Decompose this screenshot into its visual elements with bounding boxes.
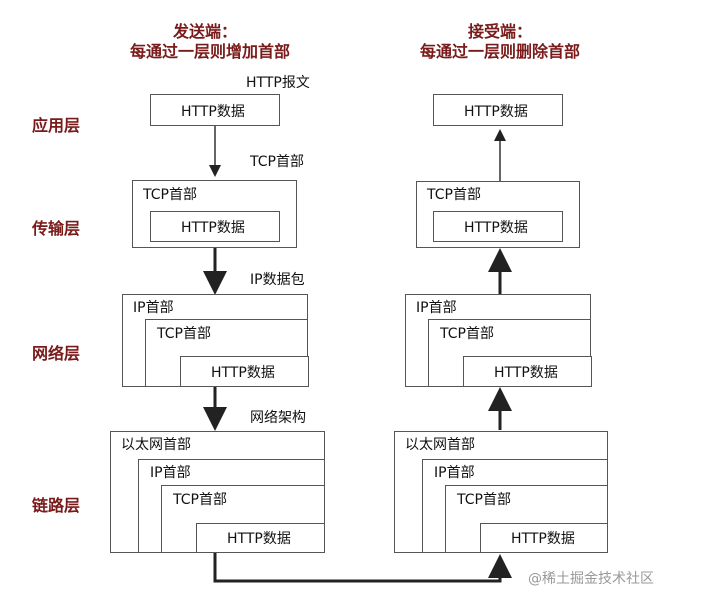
- sender-app-http-data: HTTP数据: [181, 104, 245, 120]
- sender-network-box: IP首部 TCP首部 HTTP数据: [122, 294, 309, 387]
- receiver-title: 接受端：: [467, 22, 532, 41]
- layer-label-network: 网络层: [32, 344, 81, 363]
- receiver-network-ip-header: IP首部: [416, 300, 457, 316]
- receiver-network-box: IP首部 TCP首部 HTTP数据: [405, 294, 592, 387]
- receiver-app-http-data: HTTP数据: [464, 104, 528, 120]
- receiver-link-http-box: HTTP数据: [480, 523, 608, 553]
- sender-link-ip-header: IP首部: [150, 465, 191, 481]
- annotation-http-message: HTTP报文: [246, 75, 310, 91]
- connector-link-bottom: [213, 552, 512, 583]
- receiver-transport-http-data: HTTP数据: [464, 220, 528, 236]
- annotation-ip-packet: IP数据包: [250, 272, 305, 288]
- annotation-network-frame: 网络架构: [250, 410, 306, 426]
- sender-link-ethernet-header: 以太网首部: [121, 437, 191, 453]
- receiver-subtitle: 每通过一层则删除首部: [419, 42, 580, 61]
- receiver-link-ip-header: IP首部: [434, 465, 475, 481]
- receiver-network-http-data: HTTP数据: [494, 365, 558, 381]
- sender-link-box: 以太网首部 IP首部 TCP首部 HTTP数据: [110, 431, 325, 553]
- sender-subtitle: 每通过一层则增加首部: [129, 42, 290, 61]
- sender-network-tcp-header: TCP首部: [157, 326, 211, 342]
- sender-link-http-data: HTTP数据: [227, 531, 291, 547]
- layer-label-transport: 传输层: [32, 219, 81, 238]
- sender-network-ip-header: IP首部: [133, 300, 174, 316]
- sender-link-http-box: HTTP数据: [196, 523, 325, 553]
- receiver-link-box: 以太网首部 IP首部 TCP首部 HTTP数据: [394, 431, 608, 553]
- layer-label-link: 链路层: [32, 496, 81, 515]
- watermark: @稀土掘金技术社区: [528, 571, 654, 587]
- receiver-link-http-data: HTTP数据: [511, 531, 575, 547]
- receiver-link-tcp-header: TCP首部: [457, 492, 511, 508]
- sender-link-tcp-header: TCP首部: [173, 492, 227, 508]
- sender-app-box: HTTP数据: [150, 94, 280, 126]
- layer-label-application: 应用层: [32, 116, 81, 135]
- sender-transport-http-box: HTTP数据: [150, 211, 280, 242]
- sender-transport-http-data: HTTP数据: [181, 220, 245, 236]
- sender-network-http-box: HTTP数据: [180, 356, 309, 387]
- sender-network-http-data: HTTP数据: [211, 365, 275, 381]
- annotation-tcp-header: TCP首部: [250, 154, 304, 170]
- receiver-link-ip-box: IP首部 TCP首部 HTTP数据: [422, 459, 608, 553]
- sender-link-tcp-box: TCP首部 HTTP数据: [161, 485, 325, 553]
- receiver-link-ethernet-header: 以太网首部: [405, 437, 475, 453]
- sender-transport-box: TCP首部 HTTP数据: [132, 180, 297, 248]
- receiver-link-tcp-box: TCP首部 HTTP数据: [445, 485, 608, 553]
- receiver-network-tcp-header: TCP首部: [440, 326, 494, 342]
- sender-title: 发送端：: [172, 22, 237, 41]
- receiver-app-box: HTTP数据: [433, 94, 563, 126]
- receiver-network-tcp-box: TCP首部 HTTP数据: [428, 319, 592, 387]
- receiver-transport-http-box: HTTP数据: [433, 211, 563, 242]
- receiver-transport-tcp-header: TCP首部: [427, 187, 481, 203]
- sender-transport-tcp-header: TCP首部: [143, 187, 197, 203]
- receiver-transport-box: TCP首部 HTTP数据: [416, 181, 580, 248]
- sender-link-ip-box: IP首部 TCP首部 HTTP数据: [138, 459, 325, 553]
- sender-network-tcp-box: TCP首部 HTTP数据: [145, 319, 309, 387]
- receiver-network-http-box: HTTP数据: [463, 356, 592, 387]
